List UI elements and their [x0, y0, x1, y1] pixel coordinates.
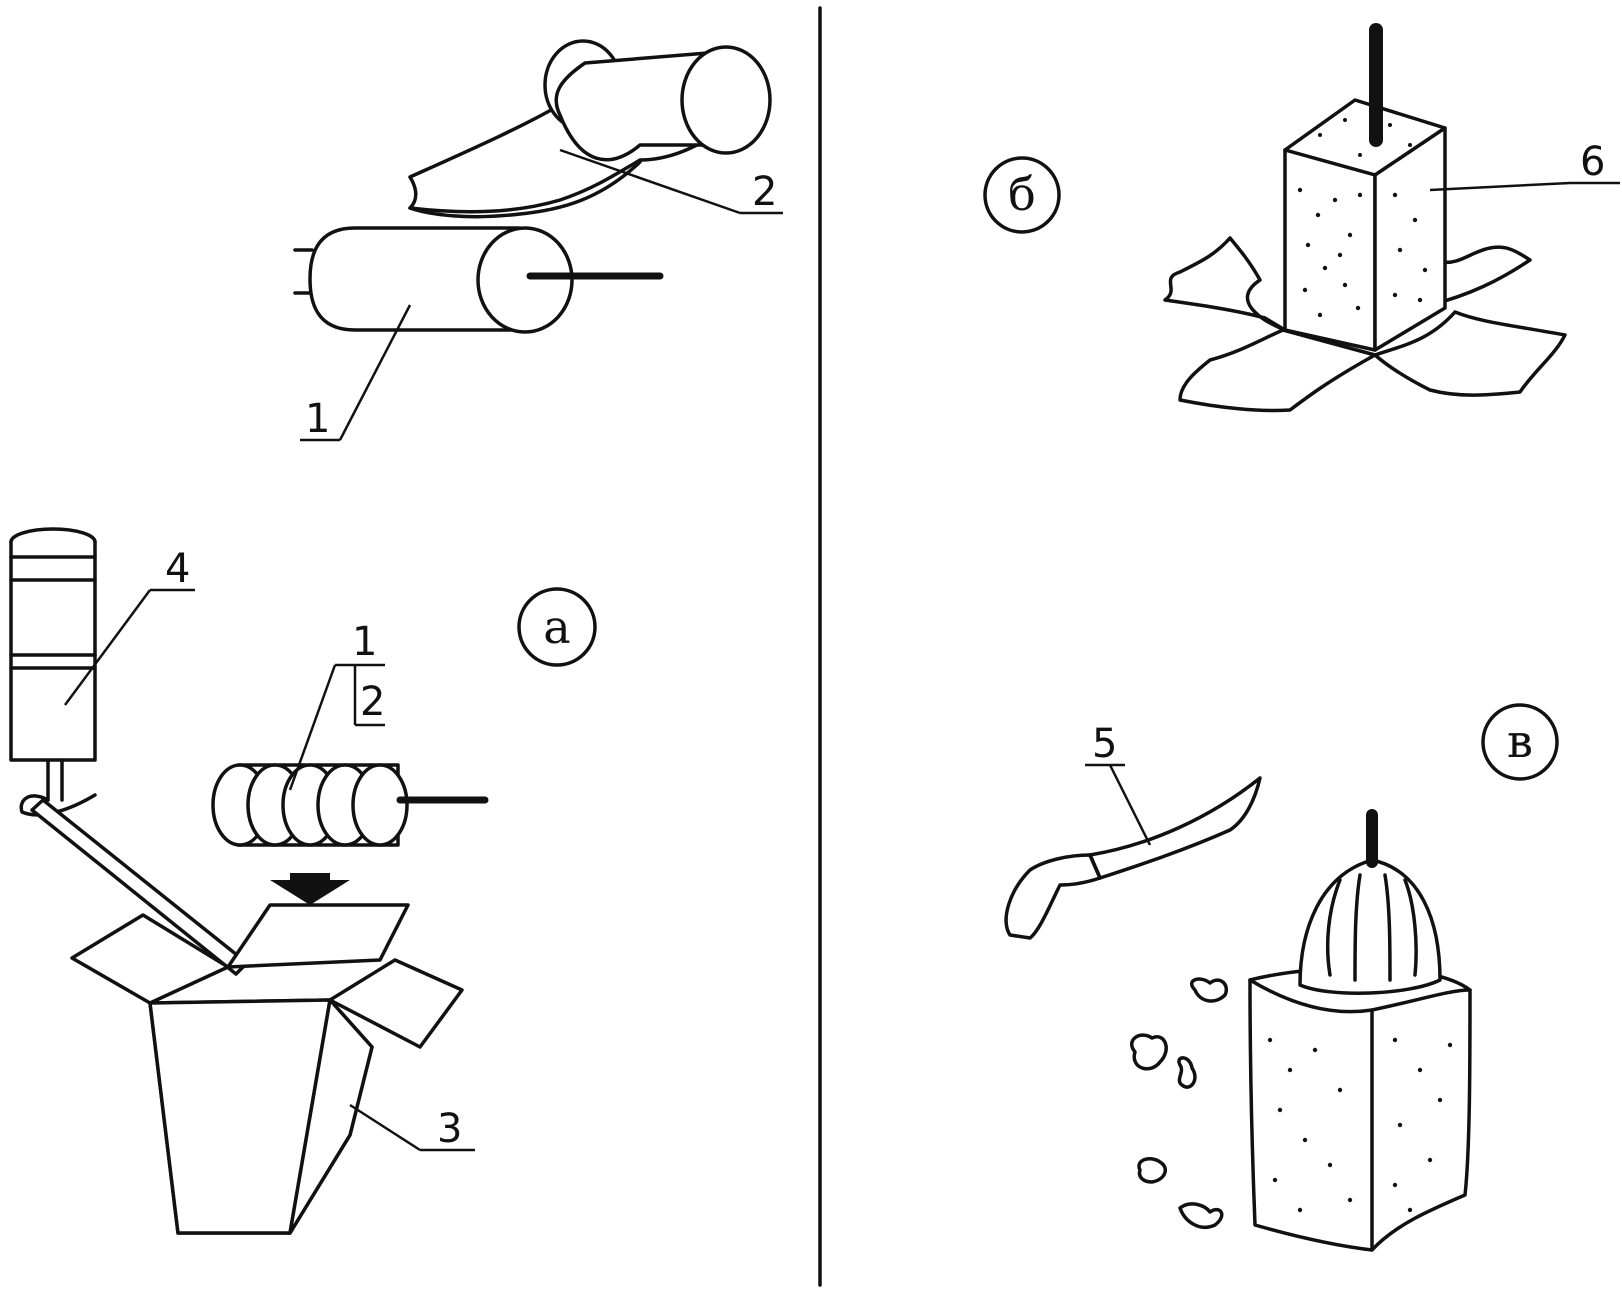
wax-candle-bottle — [9, 527, 97, 817]
cardboard-box — [70, 903, 464, 1235]
label-1-roll: 1 — [352, 619, 377, 665]
down-arrow-icon — [270, 873, 350, 905]
label-5: 5 — [1092, 721, 1117, 767]
label-4: 4 — [165, 546, 190, 592]
callout-2-top: 2 — [559, 148, 783, 215]
wax-shavings — [1130, 977, 1228, 1230]
callout-4: 4 — [63, 546, 195, 706]
callout-6: 6 — [1429, 139, 1620, 192]
label-6: 6 — [1580, 139, 1605, 185]
wooden-rod-cylinder — [293, 226, 664, 334]
callout-3: 3 — [349, 1103, 475, 1152]
panel-a-label: а — [543, 600, 570, 654]
knife-icon — [1004, 776, 1262, 940]
callout-1-top: 1 — [300, 304, 412, 442]
label-2-top: 2 — [752, 169, 777, 215]
panel-a-marker: а — [517, 587, 597, 667]
label-3: 3 — [437, 1106, 462, 1152]
label-2-roll: 2 — [360, 679, 385, 725]
label-1-top: 1 — [305, 396, 330, 442]
panel-c-label: в — [1507, 714, 1533, 768]
callout-5: 5 — [1085, 721, 1152, 846]
paper-sheet-with-roll — [408, 39, 772, 219]
panel-c-marker: в — [1481, 703, 1559, 781]
panel-b-marker: б — [983, 156, 1061, 234]
carved-candle — [1248, 809, 1472, 1252]
torn-box-flaps — [1163, 236, 1567, 413]
panel-b-label: б — [1008, 167, 1036, 221]
square-candle-block — [1283, 23, 1447, 352]
callout-1-2-roll: 1 2 — [288, 619, 385, 791]
wrapped-roll-assembly — [211, 763, 489, 847]
